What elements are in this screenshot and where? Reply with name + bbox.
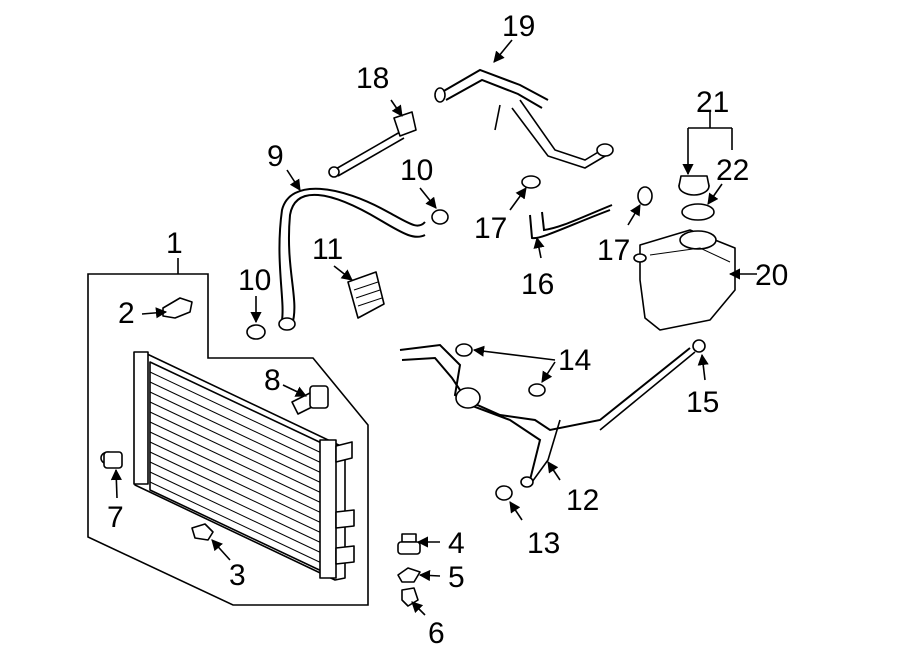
part-19-pipe-assembly [434,68,614,169]
part-22-seal [681,203,715,221]
callout-8: 8 [264,364,281,397]
part-17-clamp-left [521,175,541,189]
radiator-group-outline [87,273,369,606]
callout-1: 1 [166,227,183,260]
part-7-plug [100,451,123,469]
part-8-sensor [291,385,329,415]
part-2-bracket [162,297,193,319]
part-10-clamp-left [246,324,266,340]
callout-22: 22 [716,154,749,187]
part-10-clamp-right [431,209,449,225]
part-15-clamp [692,339,706,353]
part-21-cap [678,175,710,196]
part-6-bushing [401,587,419,607]
callout-13: 13 [527,527,560,560]
part-5-washer [397,567,421,583]
callout-17-right: 17 [597,234,630,267]
part-13-clamp [495,485,513,501]
callout-14: 14 [558,344,591,377]
callout-18: 18 [356,62,389,95]
part-3-bracket [191,523,214,541]
callout-20: 20 [755,259,788,292]
part-18-pipe [328,111,417,178]
callout-19: 19 [502,10,535,43]
part-20-reservoir [633,229,736,331]
callout-21: 21 [696,86,729,119]
callout-11: 11 [312,233,343,266]
callout-6: 6 [428,617,445,650]
leader-lines [110,39,757,616]
callout-3: 3 [229,559,246,592]
callout-16: 16 [521,268,554,301]
callout-10-left: 10 [238,264,271,297]
callout-4: 4 [448,527,465,560]
callout-17-left: 17 [474,212,507,245]
callout-12: 12 [566,484,599,517]
callout-2: 2 [118,297,135,330]
part-14-clamp-bottom [528,383,546,397]
part-14-clamp-top [455,343,473,357]
callout-9: 9 [267,140,284,173]
callout-15: 15 [686,386,719,419]
part-12-hose [399,343,691,432]
part-17-clamp-right [637,186,653,206]
callout-10-right: 10 [400,154,433,187]
callout-5: 5 [448,561,465,594]
part-16-hose [529,209,611,240]
part-4-mount [397,533,421,555]
radiator-core [133,351,355,581]
part-9-hose [287,194,426,326]
callout-7: 7 [107,501,124,534]
